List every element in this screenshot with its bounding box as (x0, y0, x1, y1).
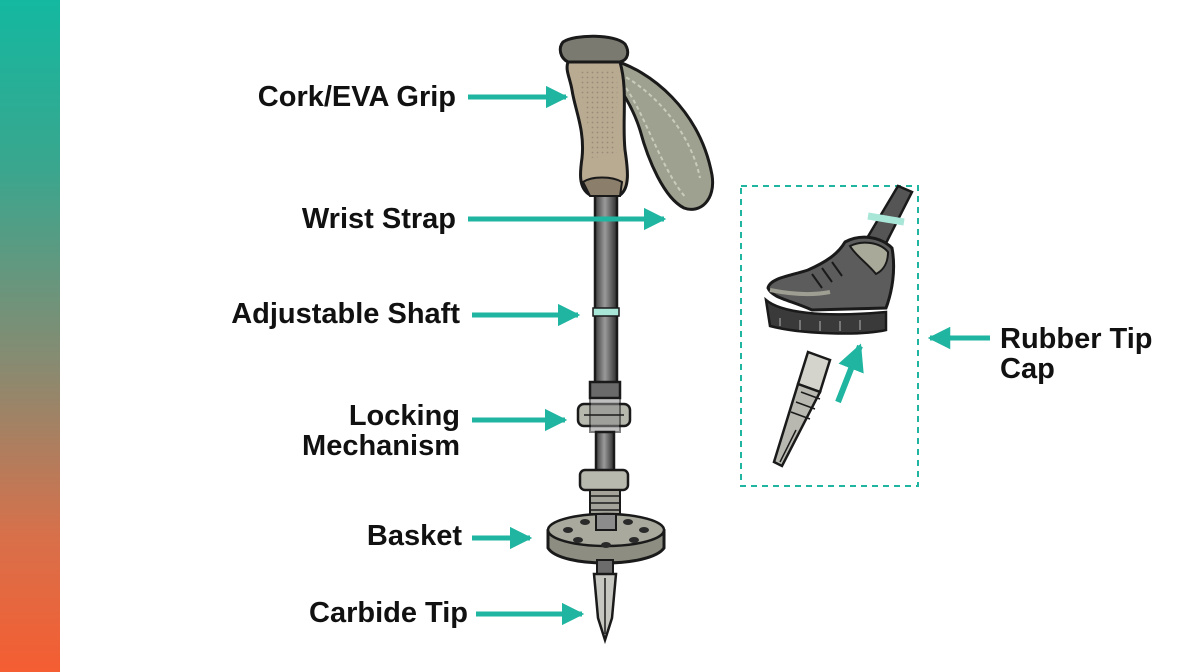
grip-label: Cork/EVA Grip (257, 81, 456, 113)
carbide-tip-icon (592, 559, 618, 645)
rubber-tip-cap-icon (772, 350, 832, 468)
rubber-tip-cap-label: Rubber Tip Cap (1000, 324, 1153, 384)
locking-label-line2: Mechanism (302, 430, 460, 462)
inset-arrow (835, 343, 864, 404)
adjustable-shaft-label: Adjustable Shaft (231, 298, 460, 330)
rubber-label-line2: Cap (1000, 353, 1055, 385)
wrist-strap-icon (610, 58, 715, 211)
wrist-strap-label: Wrist Strap (301, 203, 456, 235)
basket-icon (546, 512, 666, 565)
upper-lock-clamp-icon (576, 380, 632, 433)
hiking-boot-icon (764, 184, 914, 335)
carbide-tip-label: Carbide Tip (309, 597, 468, 629)
trekking-pole-icon (546, 34, 715, 645)
inset-box (740, 185, 919, 487)
accent-sidebar (0, 0, 60, 672)
locking-mechanism-label: Locking Mechanism (302, 401, 460, 461)
grip-icon (558, 34, 630, 197)
basket-label: Basket (366, 520, 462, 552)
lower-lock-clamp-icon (578, 468, 630, 515)
rubber-label-line1: Rubber Tip (1000, 323, 1153, 355)
locking-label-line1: Locking (348, 400, 460, 432)
